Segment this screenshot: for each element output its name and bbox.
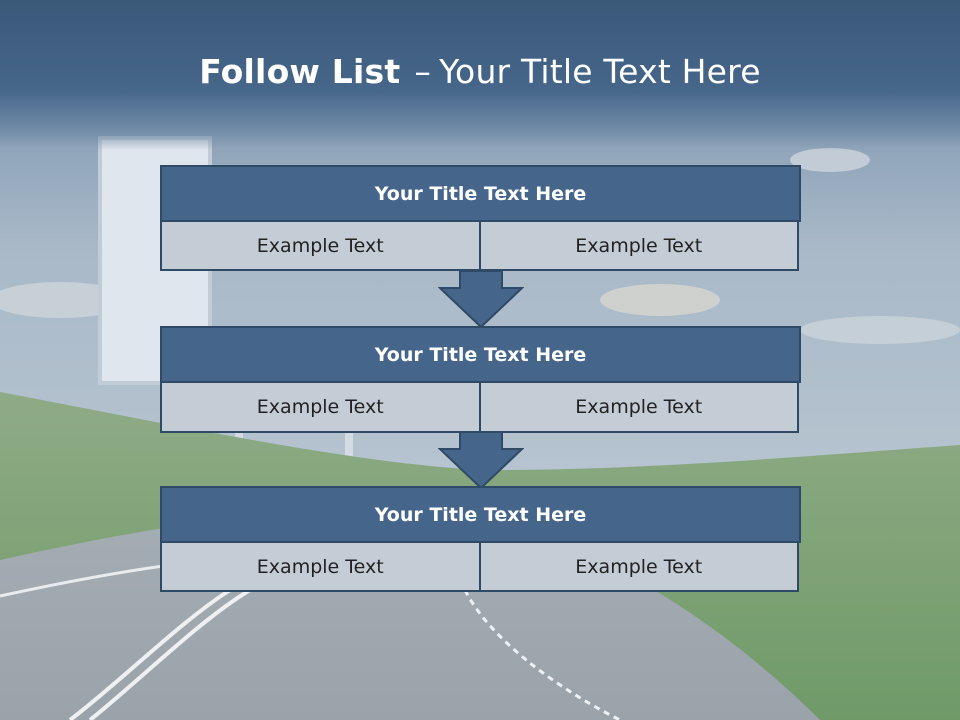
list-block-3: Your Title Text Here Example Text Exampl… <box>160 486 801 592</box>
slide-title: Follow List–Your Title Text Here <box>0 52 960 91</box>
block-cells: Example Text Example Text <box>160 543 801 592</box>
title-band <box>0 0 960 150</box>
down-arrow-icon <box>438 431 524 489</box>
block-cell-left: Example Text <box>160 383 481 433</box>
block-cell-left: Example Text <box>160 543 481 592</box>
block-cell-right: Example Text <box>478 543 799 592</box>
block-title: Your Title Text Here <box>160 326 801 383</box>
list-block-1: Your Title Text Here Example Text Exampl… <box>160 165 801 271</box>
slide-title-rest: Your Title Text Here <box>439 52 761 91</box>
down-arrow-icon <box>438 270 524 328</box>
block-cell-right: Example Text <box>478 222 799 271</box>
list-block-2: Your Title Text Here Example Text Exampl… <box>160 326 801 433</box>
block-cell-left: Example Text <box>160 222 481 271</box>
block-cells: Example Text Example Text <box>160 222 801 271</box>
block-cell-right: Example Text <box>478 383 799 433</box>
block-title: Your Title Text Here <box>160 165 801 222</box>
block-cells: Example Text Example Text <box>160 383 801 433</box>
slide-title-dash: – <box>414 52 432 91</box>
block-title: Your Title Text Here <box>160 486 801 543</box>
slide-title-bold: Follow List <box>199 52 401 91</box>
